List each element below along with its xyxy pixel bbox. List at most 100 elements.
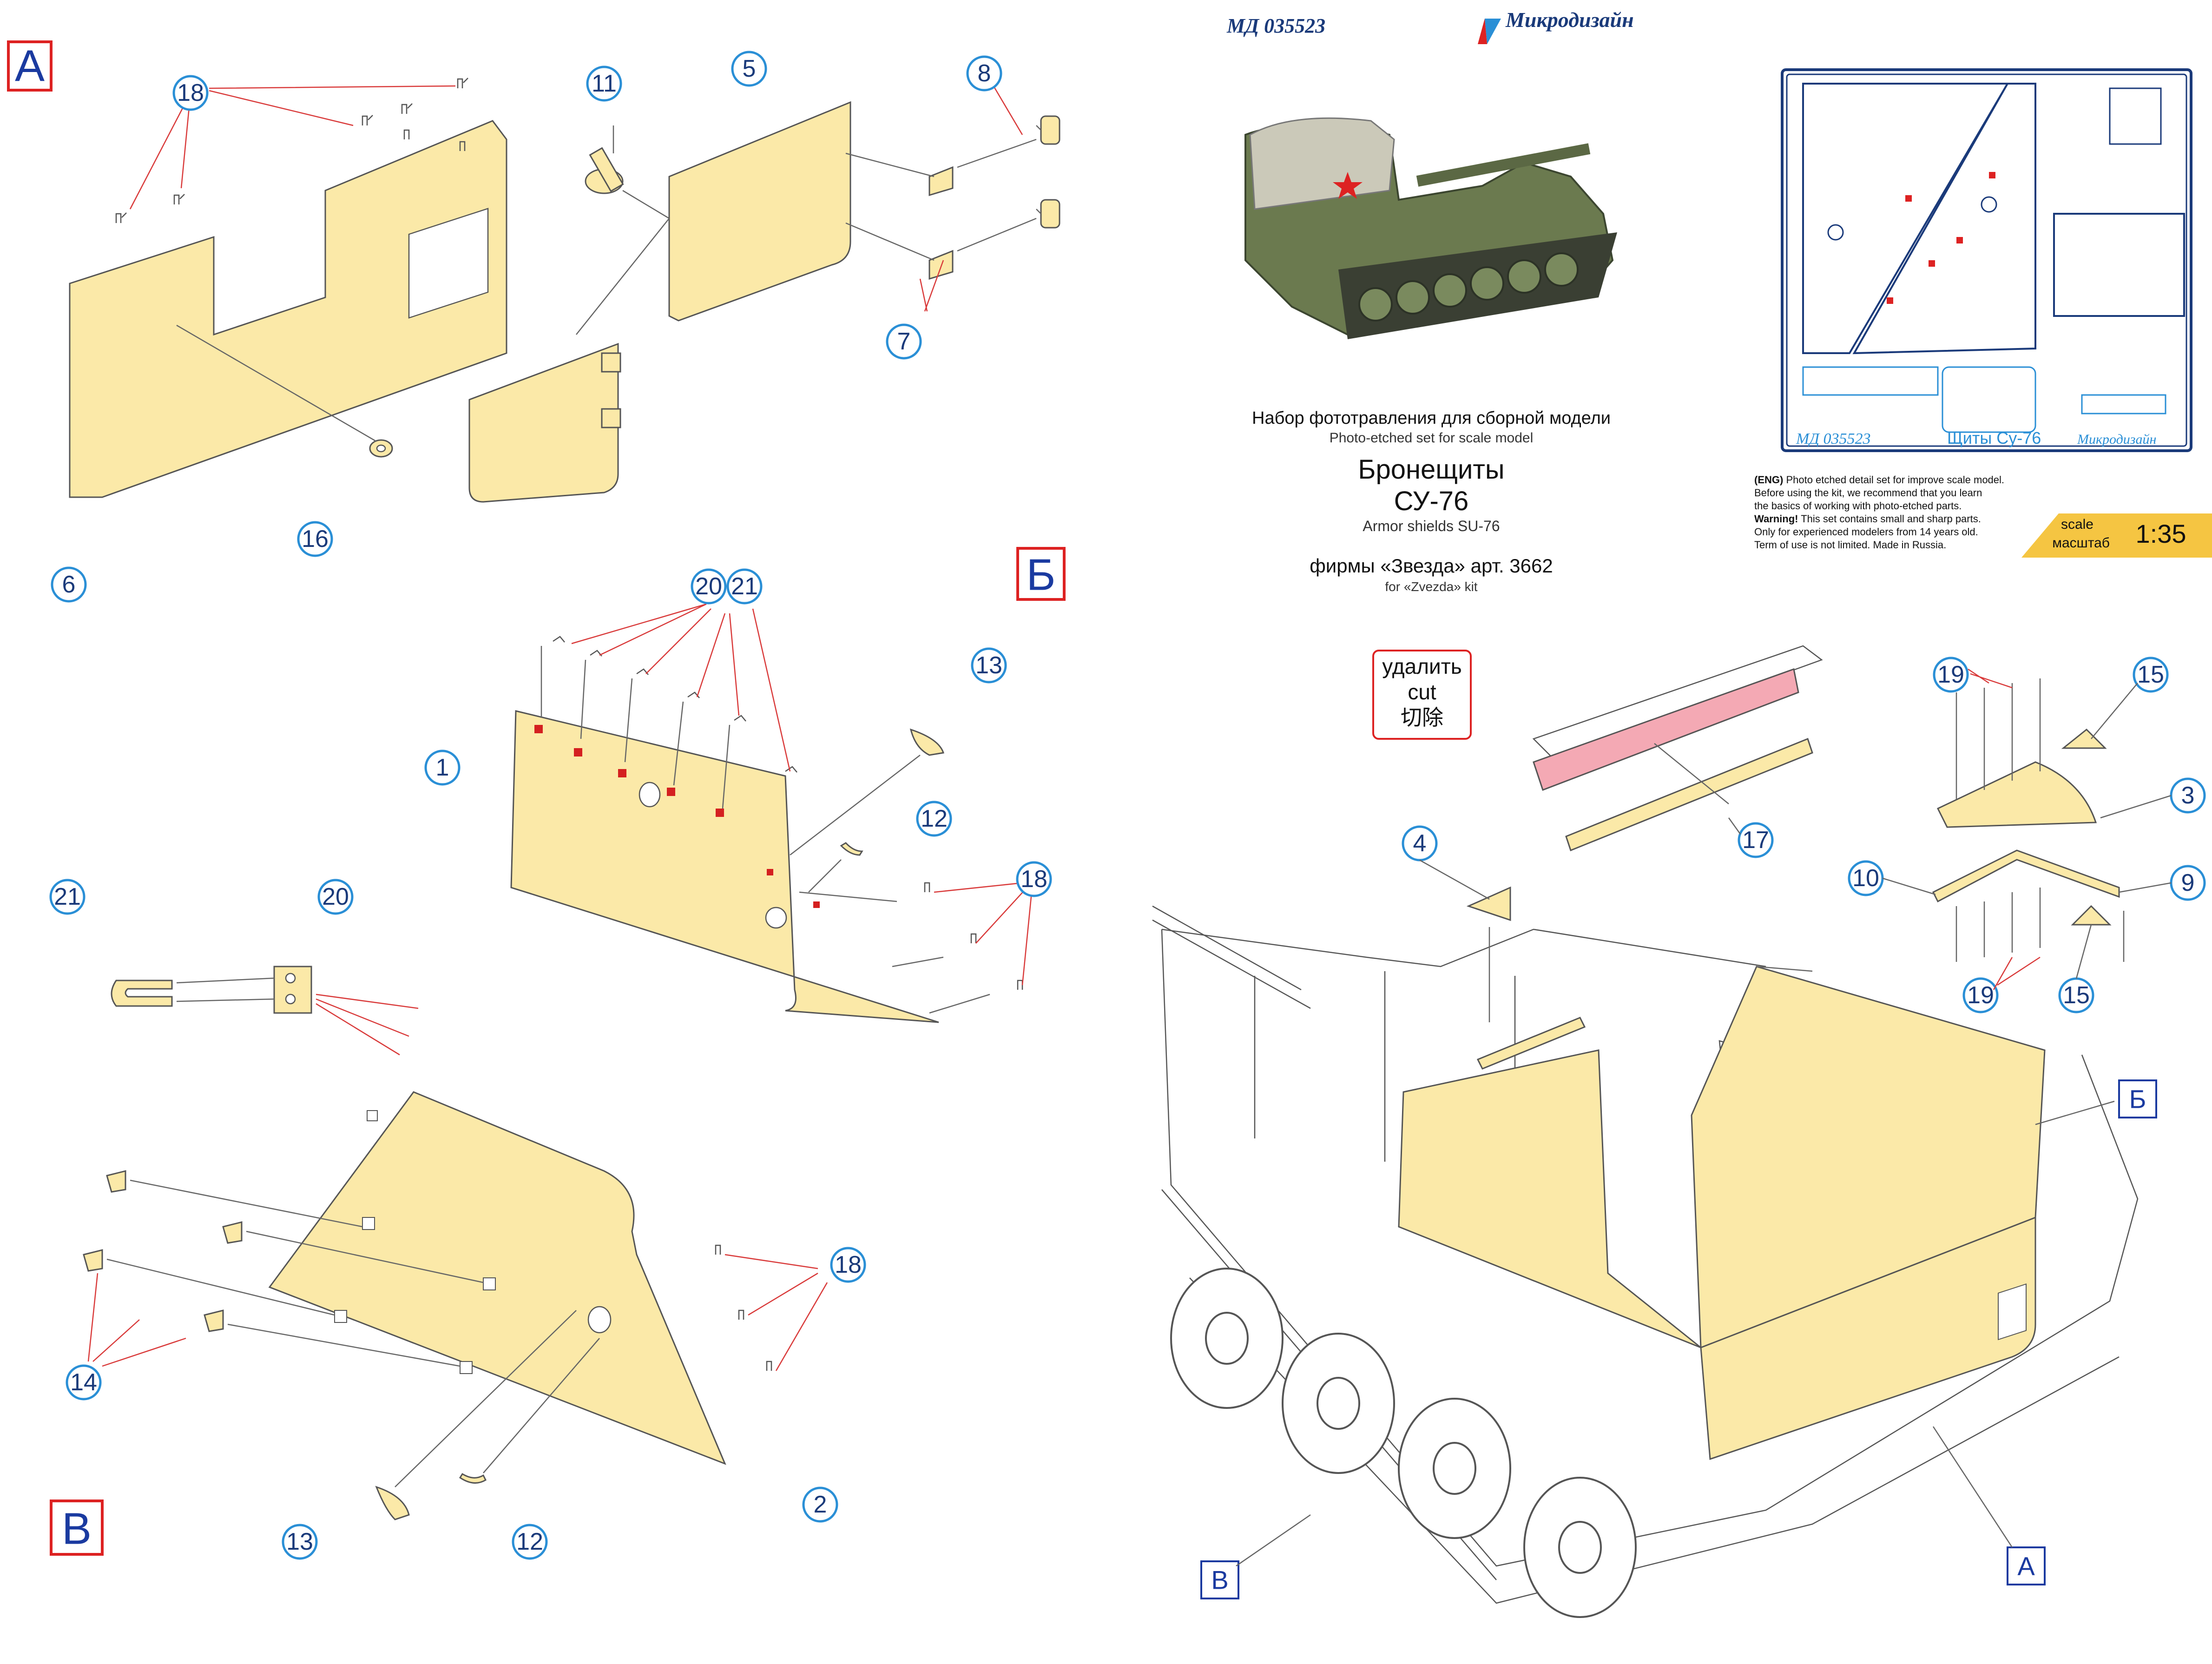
part-9-10-angle	[1932, 849, 2120, 903]
svg-text:9: 9	[2181, 869, 2195, 896]
cut-callout: удалить cut 切除	[1372, 650, 1472, 740]
svg-text:Term of use is not limited. Ma: Term of use is not limited. Made in Russ…	[1754, 539, 1946, 551]
svg-text:15: 15	[2137, 661, 2164, 688]
svg-text:Микродизайн: Микродизайн	[1505, 8, 1634, 32]
callout-9: 9	[2170, 865, 2206, 901]
vehicle-assembly: удалить cut 切除	[1152, 645, 2157, 1618]
svg-text:А: А	[2017, 1552, 2035, 1581]
svg-text:Warning! This set contains sma: Warning! This set contains small and sha…	[1754, 513, 1981, 525]
part-13-cone	[909, 728, 944, 756]
svg-text:СУ-76: СУ-76	[1394, 486, 1469, 516]
svg-text:1:35: 1:35	[2136, 519, 2186, 548]
svg-text:76: 76	[1436, 140, 1459, 163]
svg-text:В: В	[62, 1504, 92, 1554]
svg-text:1: 1	[436, 754, 449, 781]
part-21-u-clip	[111, 980, 173, 1007]
part-14-brackets	[83, 1170, 243, 1332]
svg-text:17: 17	[1742, 827, 1769, 854]
svg-text:Only for experienced modelers: Only for experienced modelers from 14 ye…	[1754, 526, 1978, 538]
svg-text:20: 20	[695, 573, 722, 600]
callout-5: 5	[731, 51, 767, 87]
section-v-label: В	[50, 1500, 104, 1556]
panel-6-window	[408, 208, 489, 319]
callout-20-b: 20	[691, 568, 727, 605]
svg-text:В: В	[1211, 1565, 1228, 1595]
callout-18-b: 18	[1016, 861, 1052, 897]
brand-logo: Микродизайн	[1478, 8, 1634, 44]
callout-21-b: 21	[726, 568, 763, 605]
svg-text:12: 12	[516, 1528, 543, 1555]
svg-text:Набор фототравления для сборно: Набор фототравления для сборной модели	[1252, 408, 1611, 428]
installed-shield-v	[1691, 966, 2046, 1349]
svg-text:18: 18	[1020, 866, 1047, 893]
callout-10: 10	[1848, 860, 1884, 896]
callout-13-v: 13	[282, 1524, 318, 1560]
svg-text:15: 15	[2063, 982, 2090, 1009]
svg-text:Б: Б	[2129, 1085, 2146, 1114]
svg-text:6: 6	[62, 571, 76, 598]
part-17-strip	[1565, 738, 1813, 851]
callout-7: 7	[886, 323, 922, 360]
warning-note: (ENG) Photo etched detail set for improv…	[1754, 474, 2004, 551]
svg-text:19: 19	[1967, 982, 1994, 1009]
part-5-door-panel	[668, 101, 851, 322]
callout-19-bottom: 19	[1962, 977, 1999, 1013]
svg-text:5: 5	[743, 55, 756, 82]
svg-text:13: 13	[286, 1528, 313, 1555]
callout-15-top: 15	[2133, 657, 2169, 693]
svg-text:scale: scale	[2061, 517, 2094, 532]
callout-8: 8	[966, 55, 1002, 92]
svg-text:фирмы «Звезда» арт. 3662: фирмы «Звезда» арт. 3662	[1310, 555, 1553, 577]
part-2-side-plate	[268, 1091, 726, 1465]
part-4-triangle	[1466, 886, 1511, 921]
part-20-plate	[273, 966, 312, 1014]
svg-text:Бронещиты: Бронещиты	[1358, 454, 1504, 485]
svg-text:18: 18	[177, 79, 204, 106]
part-13-cone-lower	[375, 1486, 410, 1520]
part-door-panel-lower	[468, 342, 619, 503]
svg-text:2: 2	[814, 1491, 827, 1518]
svg-text:МД 035523: МД 035523	[1796, 430, 1870, 447]
section-b-assembly: Б	[510, 547, 1066, 1023]
section-a-label-small: А	[2007, 1546, 2046, 1585]
part-12-hook	[840, 842, 863, 856]
installed-shield-b	[1398, 1049, 1701, 1348]
section-v-assembly: В	[50, 966, 828, 1556]
svg-text:21: 21	[731, 573, 758, 600]
svg-text:Микродизайн: Микродизайн	[2077, 432, 2156, 447]
part-12-hook-lower	[459, 1473, 487, 1484]
callout-19-top: 19	[1933, 657, 1969, 693]
callout-14: 14	[66, 1364, 102, 1401]
svg-text:А: А	[15, 41, 45, 91]
part-8-hinges	[1036, 115, 1060, 229]
callout-12-b: 12	[916, 801, 952, 837]
svg-text:18: 18	[835, 1251, 862, 1278]
svg-text:Б: Б	[1027, 550, 1056, 600]
right-red-arrows	[1968, 668, 2041, 990]
callouts: 18 6 16 11 5 8 7 20 21 1 13 12 18 21 20 …	[49, 51, 2206, 1560]
scale-badge: scale масштаб 1:35	[2021, 513, 2212, 558]
callout-18-a: 18	[172, 75, 209, 111]
svg-text:4: 4	[1413, 830, 1427, 857]
callout-4: 4	[1402, 825, 1438, 862]
installed-strip	[1476, 1017, 1586, 1070]
svg-text:19: 19	[1937, 661, 1964, 688]
section-a-label: А	[7, 40, 53, 92]
callout-6: 6	[51, 566, 87, 603]
svg-text:切除: 切除	[1401, 705, 1443, 730]
callout-15-bottom: 15	[2058, 977, 2094, 1013]
section-v-label-small: В	[1200, 1560, 1239, 1599]
part-18-brackets	[115, 78, 468, 223]
callout-1: 1	[424, 750, 461, 786]
callout-18-v: 18	[830, 1247, 866, 1283]
svg-text:Before using the kit, we recom: Before using the kit, we recommend that …	[1754, 487, 1982, 499]
product-titles: Набор фототравления для сборной модели P…	[1252, 408, 1611, 594]
callout-11: 11	[586, 66, 622, 102]
callout-2: 2	[802, 1486, 838, 1523]
svg-text:21: 21	[54, 883, 81, 910]
svg-text:for «Zvezda» kit: for «Zvezda» kit	[1385, 579, 1477, 594]
callout-13-b: 13	[971, 647, 1007, 684]
part-1-front-plate	[510, 710, 939, 1023]
pe-fret: МД 035523 Щиты Су-76 Микродизайн	[1781, 68, 2192, 452]
